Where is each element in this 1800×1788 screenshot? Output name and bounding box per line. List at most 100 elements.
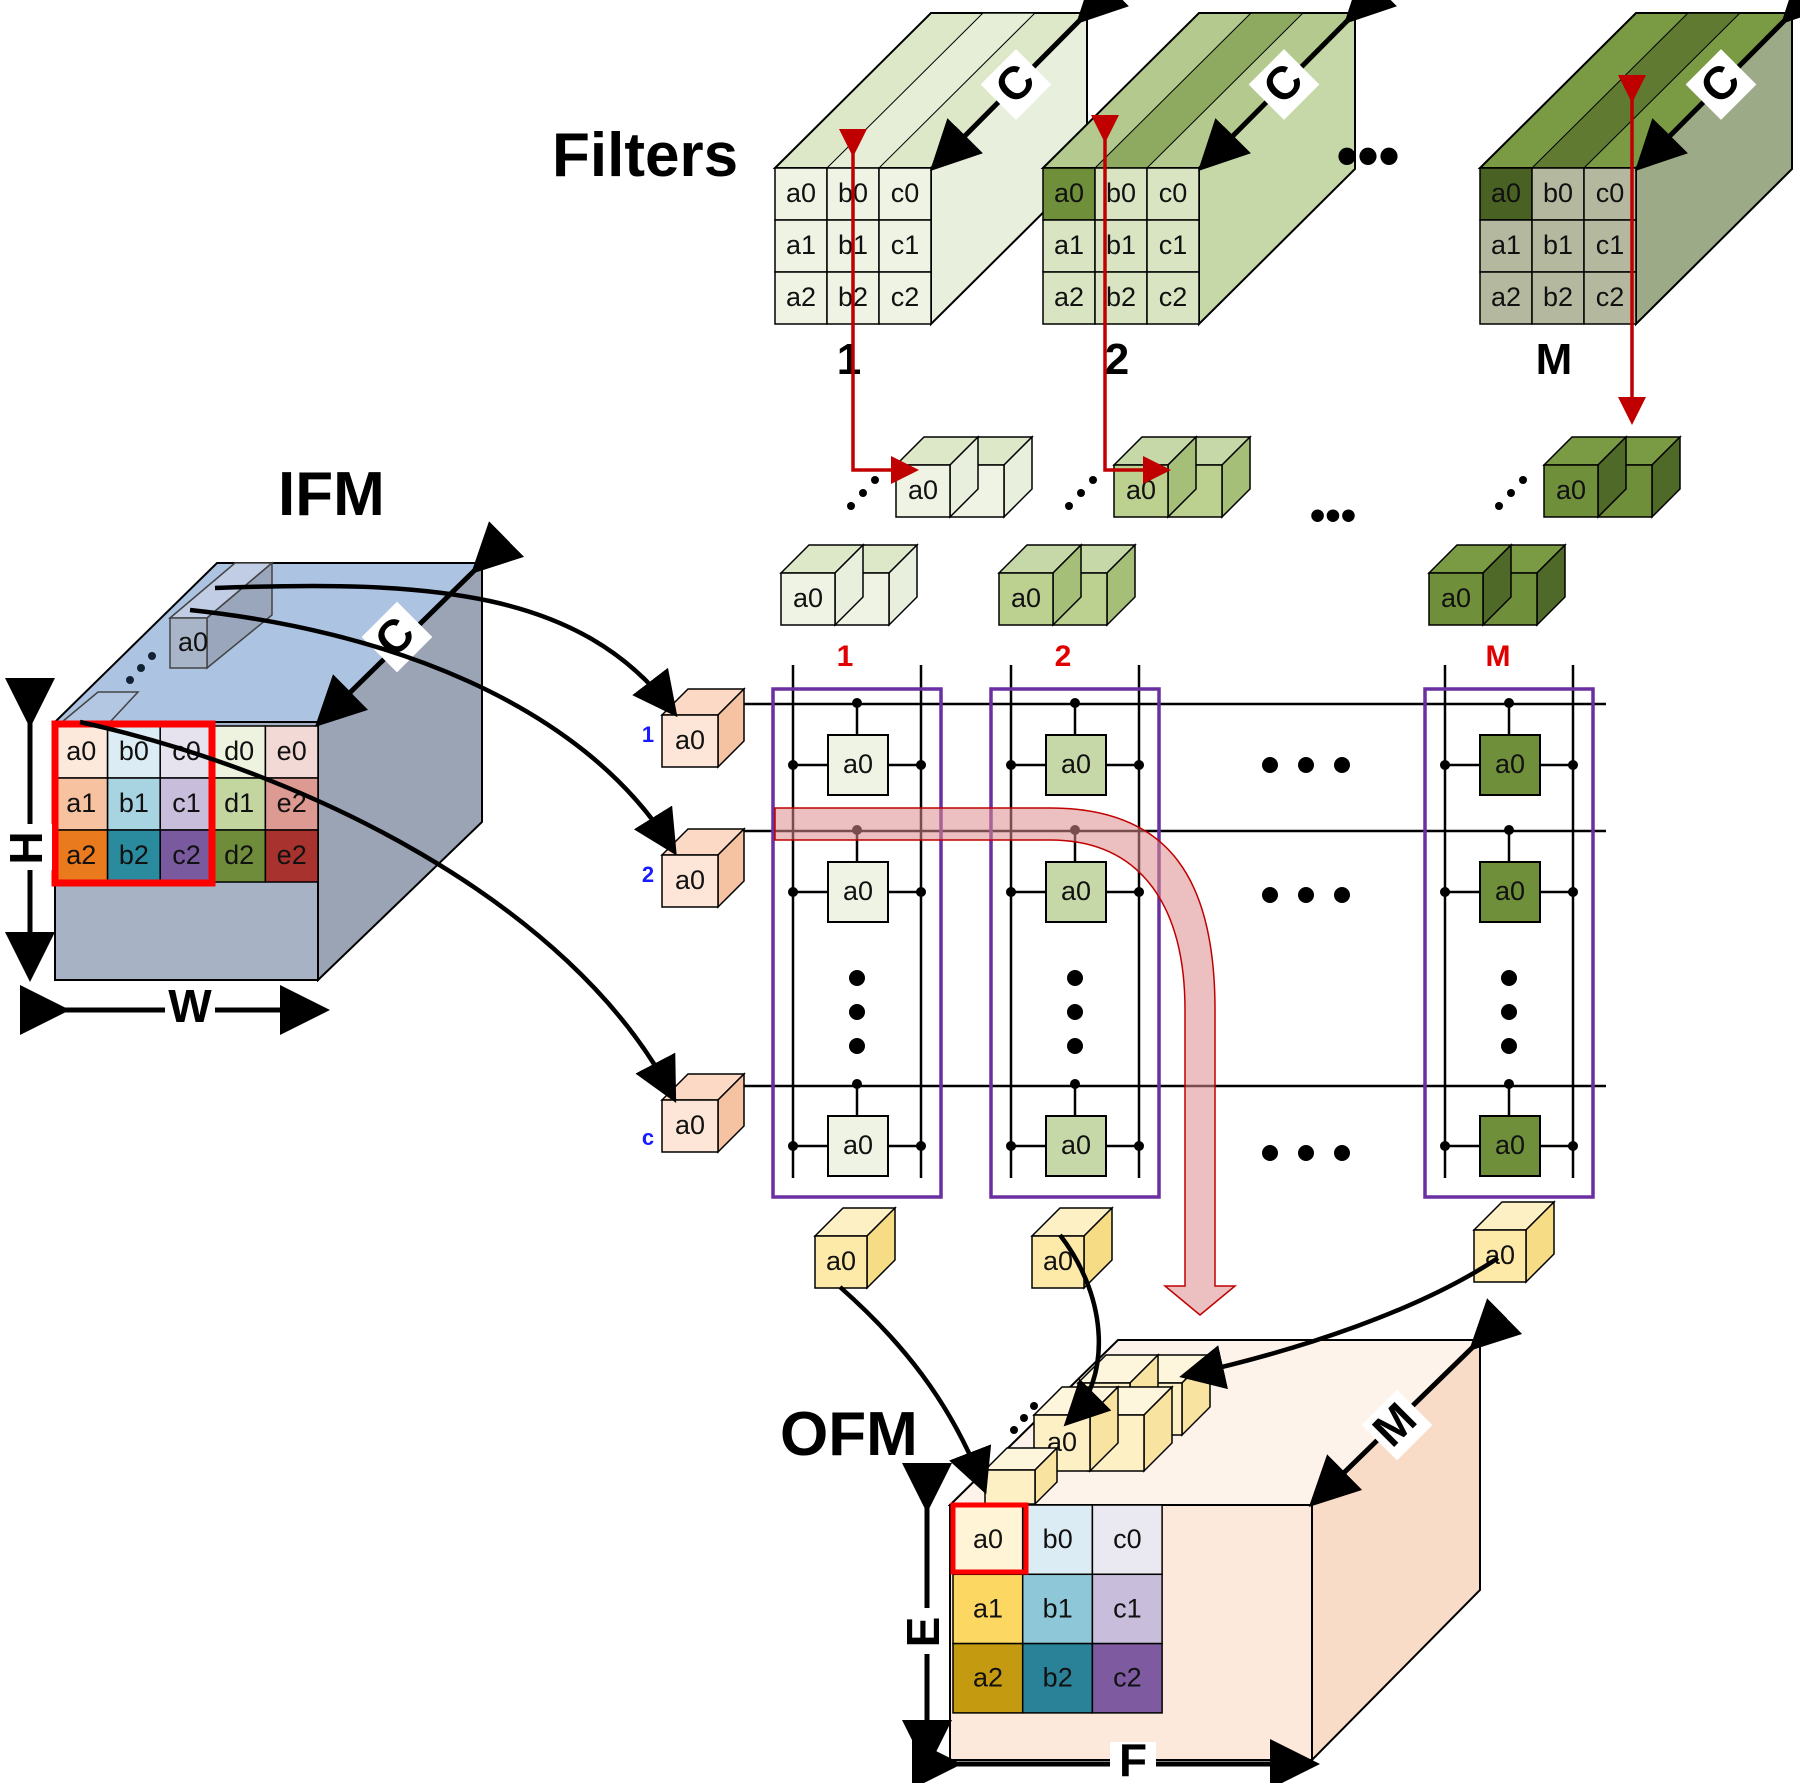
ifm-cell: b0 xyxy=(106,725,161,779)
svg-text:c1: c1 xyxy=(1159,230,1188,260)
processing-element: a0 xyxy=(1479,1115,1541,1177)
svg-text:c0: c0 xyxy=(891,178,920,208)
weight-cube: a0 xyxy=(1542,435,1628,519)
filter-cell: b1 xyxy=(1094,219,1148,273)
svg-text:a0: a0 xyxy=(1061,1130,1091,1160)
ofm-cell: b2 xyxy=(1021,1642,1094,1714)
ofm-output-highlight xyxy=(950,1502,1029,1575)
svg-text:d2: d2 xyxy=(224,840,254,870)
svg-text:a0: a0 xyxy=(826,1246,856,1276)
svg-text:a1: a1 xyxy=(1054,230,1084,260)
svg-text:a1: a1 xyxy=(973,1593,1003,1623)
pe-column-2: a0 a0 a0 xyxy=(989,665,1161,1199)
svg-text:c2: c2 xyxy=(1159,282,1188,312)
ifm-window-highlight xyxy=(51,720,216,887)
filter-to-pe-arrow xyxy=(839,129,919,484)
ofm-cell: c1 xyxy=(1091,1573,1163,1645)
ifm-cell: a2 xyxy=(54,829,109,883)
ofm-title: OFM xyxy=(780,1400,918,1469)
flow-arrows xyxy=(79,75,1646,1495)
ifm-cell: e0 xyxy=(264,725,319,779)
svg-text:b2: b2 xyxy=(119,840,149,870)
svg-text:e0: e0 xyxy=(277,736,307,766)
filters-gap-dots: ••• xyxy=(1336,122,1399,189)
ofm-cell: a1 xyxy=(952,1573,1024,1645)
weight-gap-dots: ••• xyxy=(1310,491,1356,540)
ifm-back-cell: a0 xyxy=(178,627,208,657)
svg-text:a1: a1 xyxy=(786,230,816,260)
pe-column-1: a0 a0 a0 xyxy=(771,665,943,1199)
output-cube: a0 xyxy=(1472,1200,1556,1284)
svg-text:a0: a0 xyxy=(1061,876,1091,906)
processing-element: a0 xyxy=(827,861,889,923)
svg-text:a2: a2 xyxy=(973,1663,1003,1693)
svg-text:c2: c2 xyxy=(172,840,201,870)
svg-text:b1: b1 xyxy=(119,788,149,818)
filter-cell: c0 xyxy=(1146,167,1200,221)
row-number: 1 xyxy=(642,722,654,747)
ifm-title: IFM xyxy=(278,460,385,529)
svg-text:a0: a0 xyxy=(843,876,873,906)
ifm-cell: a1 xyxy=(54,777,109,831)
svg-text:c1: c1 xyxy=(1113,1593,1142,1623)
filter-cell: a1 xyxy=(774,219,828,273)
svg-text:c1: c1 xyxy=(1596,230,1625,260)
row-number: 2 xyxy=(642,862,654,887)
filter-cell: a0 xyxy=(774,167,828,221)
svg-text:d1: d1 xyxy=(224,788,254,818)
svg-text:b2: b2 xyxy=(1043,1663,1073,1693)
filter-cell: b0 xyxy=(1094,167,1148,221)
svg-text:a0: a0 xyxy=(1126,475,1156,505)
row-number: c xyxy=(642,1125,654,1150)
svg-text:a0: a0 xyxy=(675,1110,705,1140)
ofm-f-label: F xyxy=(1119,1734,1147,1783)
svg-text:c2: c2 xyxy=(1596,282,1625,312)
processing-element: a0 xyxy=(1045,1115,1107,1177)
svg-text:a0: a0 xyxy=(786,178,816,208)
svg-text:a1: a1 xyxy=(66,788,96,818)
svg-text:a0: a0 xyxy=(1556,475,1586,505)
ifm-cell: c2 xyxy=(159,829,214,883)
svg-text:a0: a0 xyxy=(973,1524,1003,1554)
ofm-cell-grid: a0 b0 c0 a1 b1 c1 a2 b2 c2 xyxy=(952,1504,1163,1714)
column-number: 2 xyxy=(1055,640,1072,673)
ofm-cell: c2 xyxy=(1091,1642,1163,1714)
output-cube: a0 xyxy=(1030,1206,1114,1290)
ifm-cell: d1 xyxy=(212,777,267,831)
filter-cell: a2 xyxy=(1042,271,1096,325)
weight-cube: a0 xyxy=(997,543,1083,627)
filter-cell: a1 xyxy=(1479,219,1533,273)
filter-cell: b0 xyxy=(1531,167,1585,221)
ifm-cell: c1 xyxy=(159,777,214,831)
svg-text:a0: a0 xyxy=(1441,583,1471,613)
pe-column-frame xyxy=(989,687,1161,1199)
processing-element: a0 xyxy=(827,1115,889,1177)
ifm-c-label-bg xyxy=(361,601,433,673)
ofm-cell: b0 xyxy=(1021,1504,1094,1576)
svg-text:b1: b1 xyxy=(1043,1593,1073,1623)
ifm-cell: b1 xyxy=(106,777,161,831)
svg-text:c0: c0 xyxy=(1113,1524,1142,1554)
processing-element: a0 xyxy=(827,734,889,796)
svg-text:b0: b0 xyxy=(1106,178,1136,208)
svg-text:a0: a0 xyxy=(1054,178,1084,208)
filter-cell: a2 xyxy=(1479,271,1533,325)
accumulation-arrow xyxy=(774,807,1238,1316)
filter-cell: c1 xyxy=(1583,219,1637,273)
processing-element: a0 xyxy=(1045,734,1107,796)
output-cube: a0 xyxy=(813,1206,897,1290)
input-cube: a0 xyxy=(660,1072,746,1154)
svg-text:c1: c1 xyxy=(172,788,201,818)
weight-cube: a0 xyxy=(779,543,865,627)
ofm-back-cube xyxy=(983,1446,1059,1506)
svg-text:b1: b1 xyxy=(1106,230,1136,260)
filter-cell: c2 xyxy=(878,271,932,325)
filters-title: Filters xyxy=(552,121,738,190)
ifm-cell: e2 xyxy=(264,829,319,883)
ofm-cell: a0 xyxy=(952,1504,1024,1576)
svg-text:b0: b0 xyxy=(1043,1524,1073,1554)
